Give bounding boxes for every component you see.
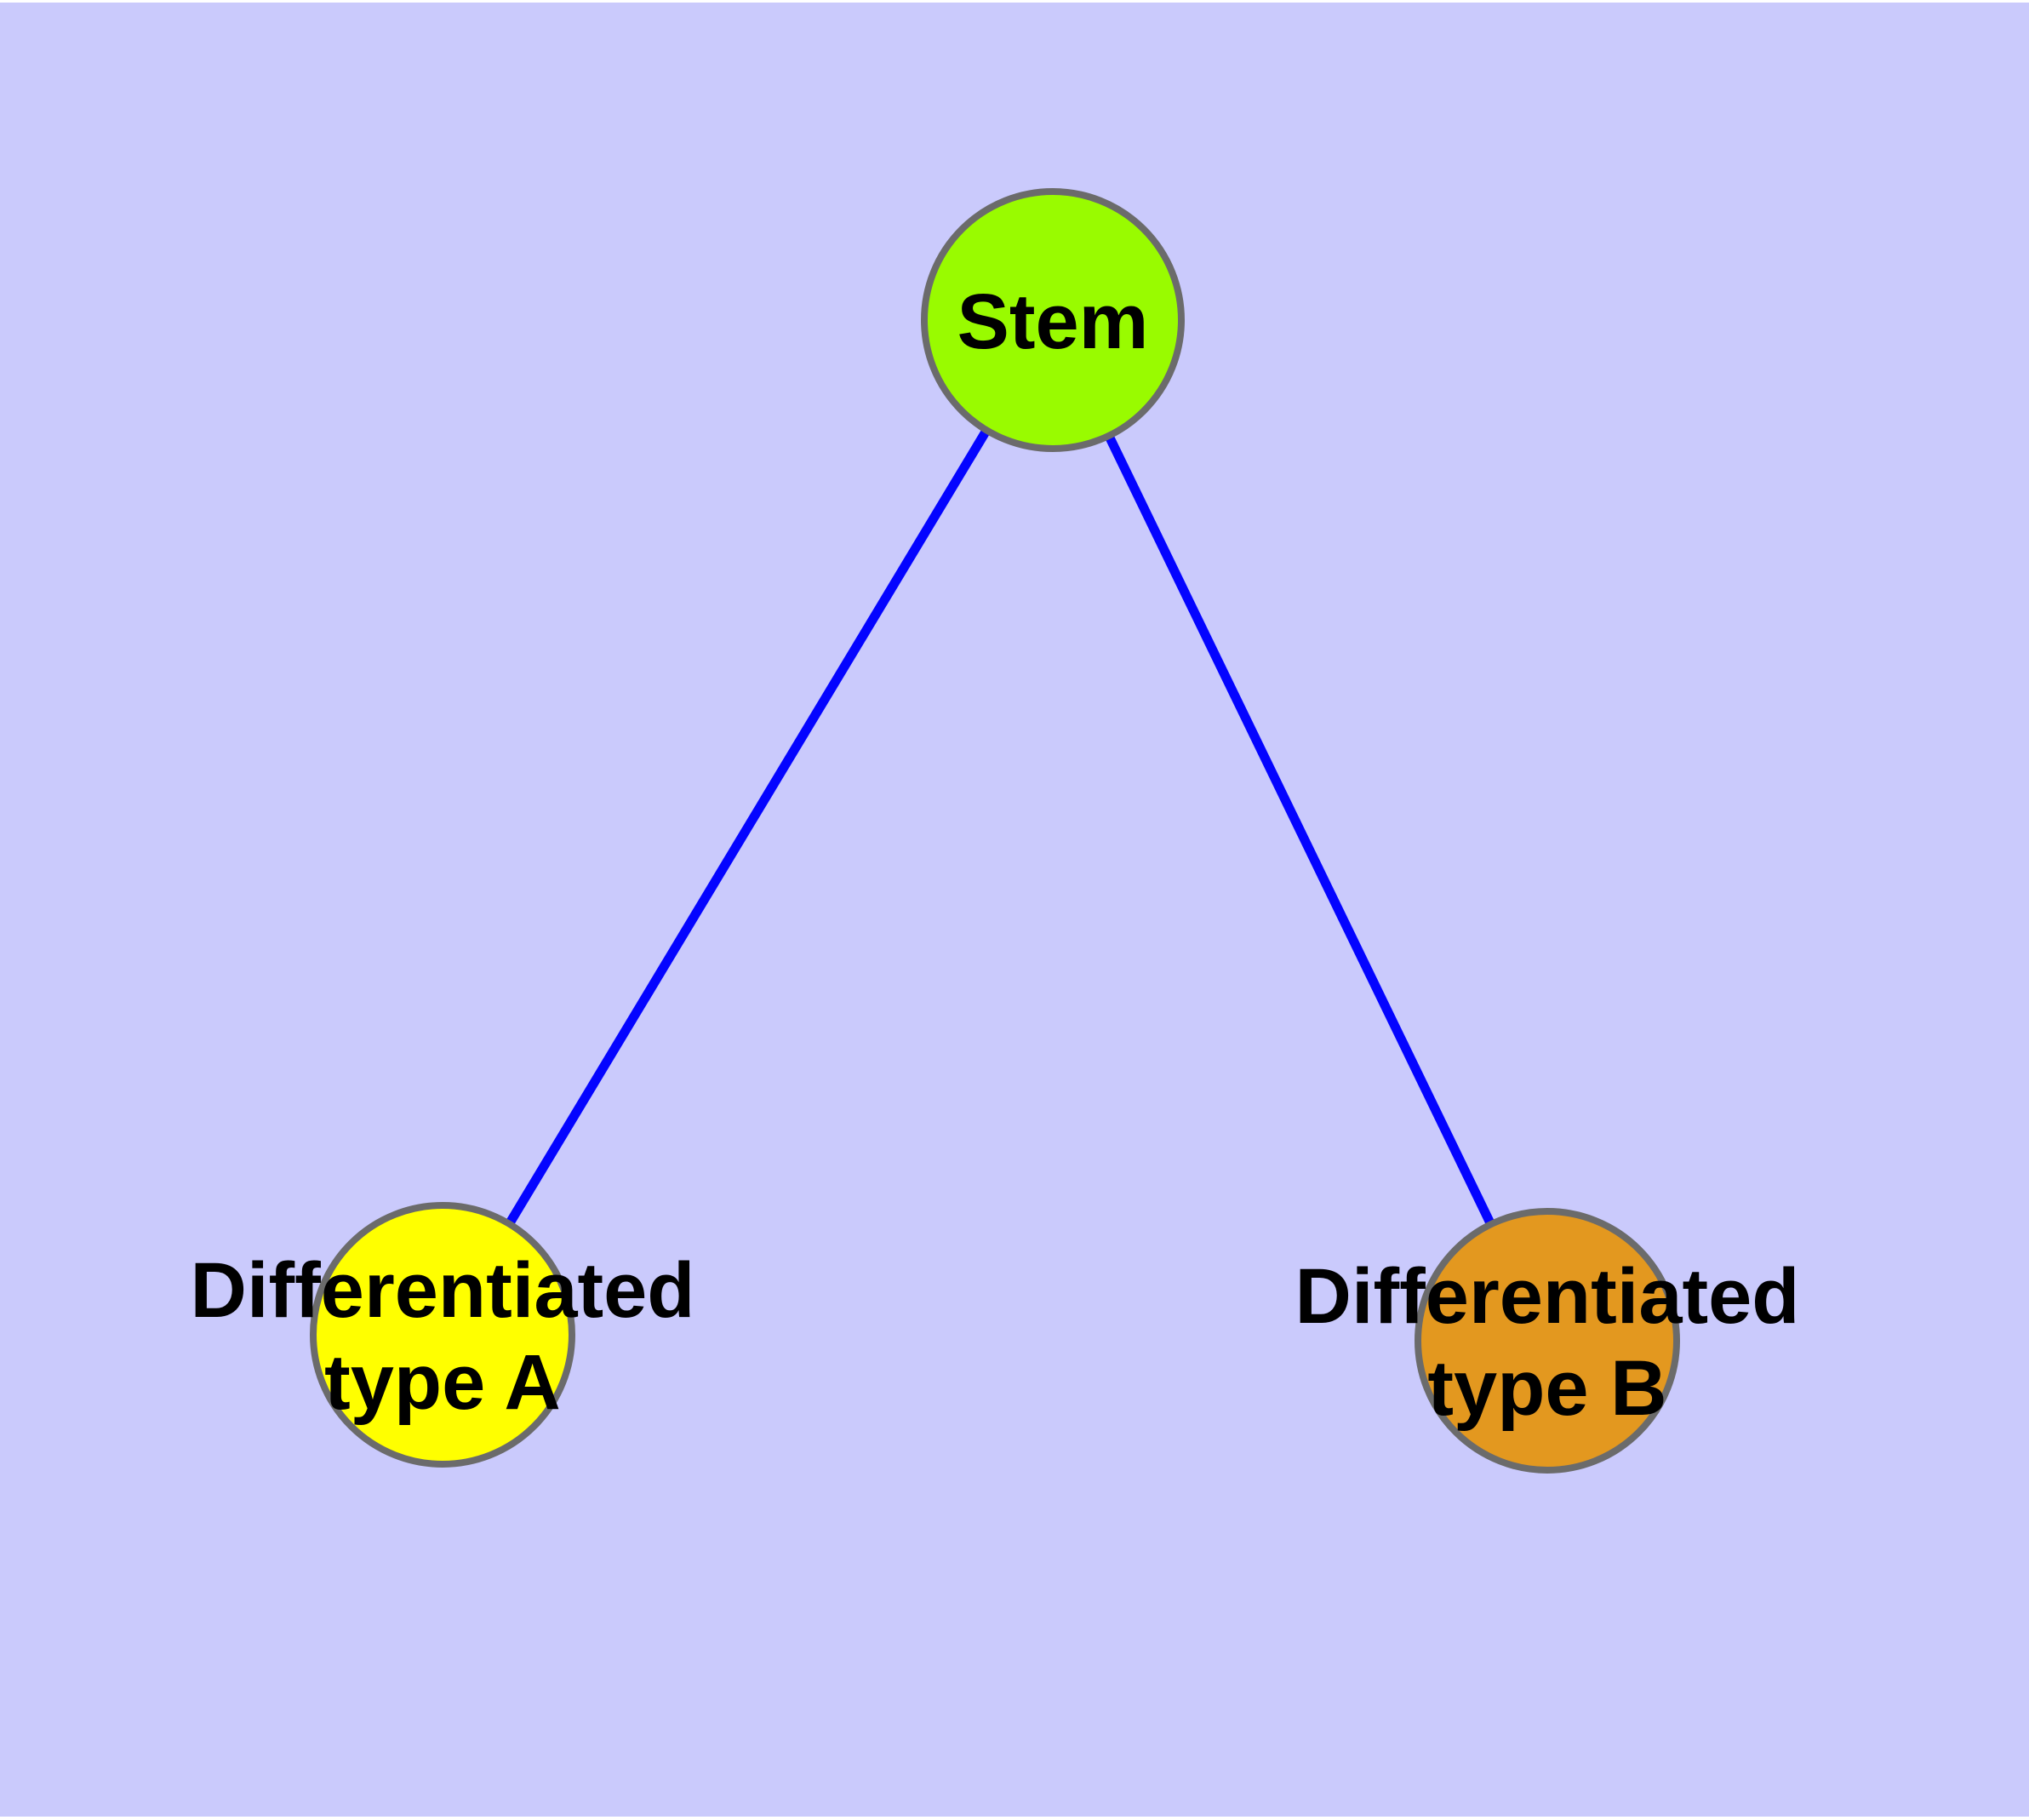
edges-layer [438,318,1552,1343]
nodes-layer [310,188,1680,1474]
node-label-line: Stem [957,278,1149,365]
node-label-line: type B [1427,1345,1666,1432]
edge-stem-to-differentiated-type-b [1049,318,1552,1343]
node-stem [921,188,1185,452]
edge-stem-to-differentiated-type-a [438,318,1057,1337]
node-label-line: Differentiated [191,1247,695,1334]
node-differentiated-type-b [1415,1208,1680,1474]
node-differentiated-type-a [310,1202,575,1468]
node-label-line: type A [324,1339,561,1426]
node-label-line: Differentiated [1295,1253,1800,1340]
node-label-stem: Stem [957,278,1149,365]
